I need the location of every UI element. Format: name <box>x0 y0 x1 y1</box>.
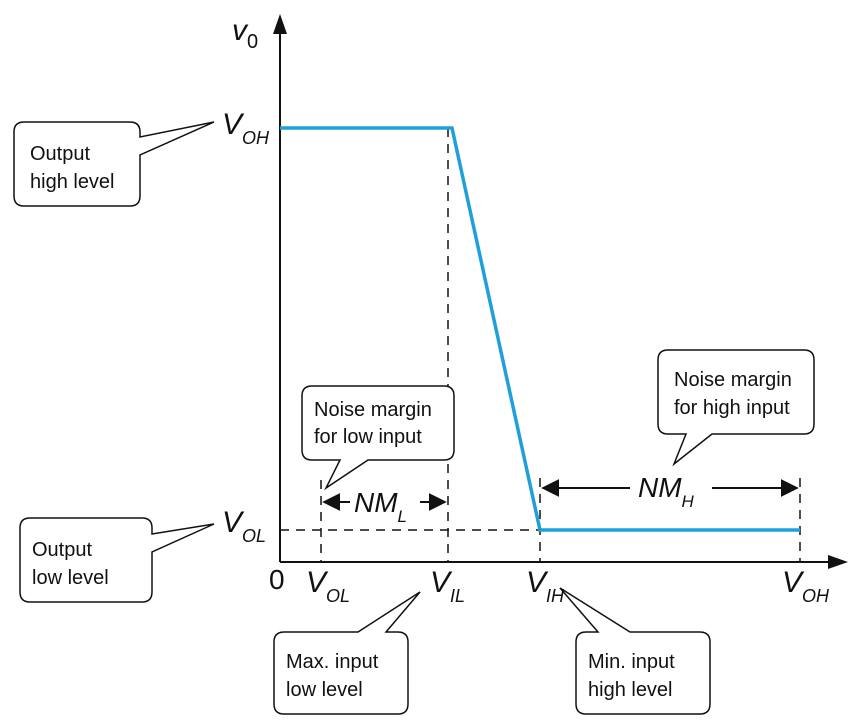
svg-text:high level: high level <box>588 679 673 701</box>
svg-text:low level: low level <box>32 567 109 589</box>
svg-text:for high input: for high input <box>674 397 790 419</box>
svg-text:high level: high level <box>30 171 115 193</box>
svg-text:Min. input: Min. input <box>588 651 675 673</box>
svg-text:Noise margin: Noise margin <box>674 369 792 391</box>
transfer-curve <box>280 126 800 532</box>
callout-output-high: Output high level <box>13 121 215 207</box>
callout-noise-margin-low: Noise margin for low input <box>301 385 455 491</box>
voh-level-label: VOH <box>222 108 270 148</box>
x-tick-vih: VIH <box>526 566 565 606</box>
x-axis-arrow <box>828 555 848 569</box>
origin-label: 0 <box>269 564 285 595</box>
x-tick-voh: VOH <box>782 566 830 606</box>
svg-text:Output: Output <box>30 143 90 165</box>
svg-text:Noise margin: Noise margin <box>314 399 432 421</box>
callout-max-input-low: Max. input low level <box>273 591 421 715</box>
callout-min-input-high: Min. input high level <box>559 587 711 715</box>
svg-text:low level: low level <box>286 679 363 701</box>
y-axis-label: v0 <box>232 14 258 53</box>
svg-text:Output: Output <box>32 539 92 561</box>
callout-noise-margin-high: Noise margin for high input <box>657 349 815 467</box>
callout-output-low: Output low level <box>19 517 215 603</box>
svg-text:for low input: for low input <box>314 426 422 448</box>
svg-text:Max. input: Max. input <box>286 651 379 673</box>
x-tick-vil: VIL <box>430 566 465 606</box>
nm-h-label: NMH <box>638 472 695 511</box>
y-axis-arrow <box>273 14 287 34</box>
nm-l-label: NML <box>354 487 407 526</box>
x-tick-vol: VOL <box>306 566 350 606</box>
vol-level-label: VOL <box>222 506 266 546</box>
